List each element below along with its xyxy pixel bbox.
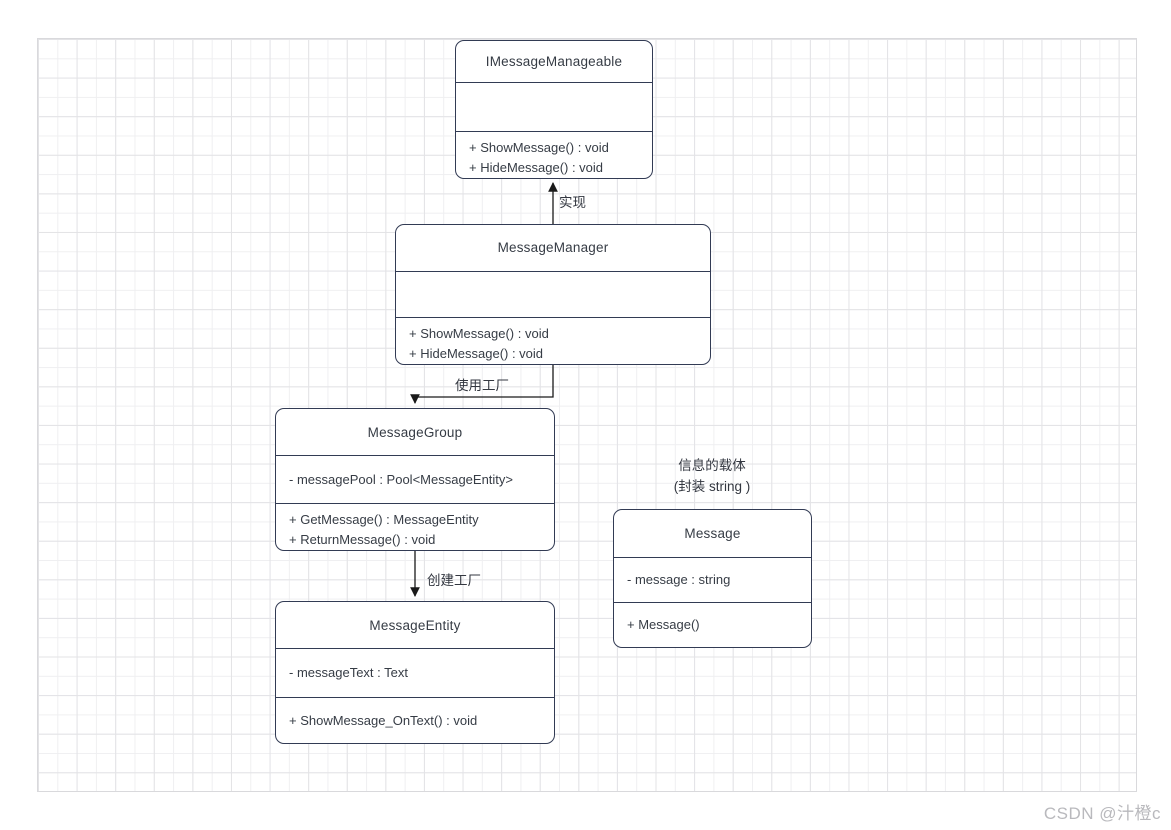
class-methods: + ShowMessage_OnText() : void [276, 697, 554, 743]
class-method: + HideMessage() : void [409, 346, 544, 361]
class-title: MessageGroup [367, 424, 463, 440]
class-attribute: - messagePool : Pool<MessageEntity> [289, 471, 514, 487]
class-attributes-empty [396, 270, 710, 318]
class-box-messagegroup: MessageGroup - messagePool : Pool<Messag… [275, 408, 555, 551]
class-attributes-empty [456, 82, 652, 131]
class-method: + HideMessage() : void [469, 160, 604, 175]
class-method: + ShowMessage() : void [469, 140, 609, 155]
class-attribute: - messageText : Text [289, 665, 408, 680]
edge-label-realize: 实现 [559, 195, 586, 210]
class-method: + Message() [627, 617, 700, 632]
class-method: + GetMessage() : MessageEntity [289, 512, 479, 527]
annotation-line: (封装 string ) [673, 479, 751, 494]
class-methods: + Message() [614, 602, 811, 647]
class-title: Message [684, 526, 741, 541]
class-box-messagemanager: MessageManager + ShowMessage() : void + … [395, 224, 711, 365]
class-box-messageentity: MessageEntity - messageText : Text + Sho… [275, 601, 555, 744]
message-annotation: 信息的载体 (封装 string ) [602, 455, 822, 497]
class-attributes: - message : string [614, 557, 811, 602]
class-methods: + ShowMessage() : void + HideMessage() :… [396, 317, 710, 364]
class-attributes: - messageText : Text [276, 648, 554, 697]
class-title: MessageManager [497, 240, 609, 256]
csdn-watermark: CSDN @汁橙c [1043, 804, 1161, 823]
edge-label-use-factory: 使用工厂 [455, 378, 509, 393]
class-box-imessagemanageable: IMessageManageable + ShowMessage() : voi… [455, 40, 653, 179]
class-title: MessageEntity [369, 617, 461, 633]
annotation-line: 信息的载体 [678, 458, 746, 473]
class-attributes: - messagePool : Pool<MessageEntity> [276, 455, 554, 503]
class-methods: + GetMessage() : MessageEntity + ReturnM… [276, 503, 554, 550]
class-box-message: Message - message : string + Message() [613, 509, 812, 648]
class-method: + ReturnMessage() : void [289, 532, 436, 547]
class-methods: + ShowMessage() : void + HideMessage() :… [456, 131, 652, 178]
class-title: IMessageManageable [485, 54, 623, 70]
class-attribute: - message : string [627, 572, 731, 587]
edge-label-create-factory: 创建工厂 [427, 573, 481, 588]
class-method: + ShowMessage() : void [409, 326, 549, 341]
class-method: + ShowMessage_OnText() : void [289, 712, 478, 728]
